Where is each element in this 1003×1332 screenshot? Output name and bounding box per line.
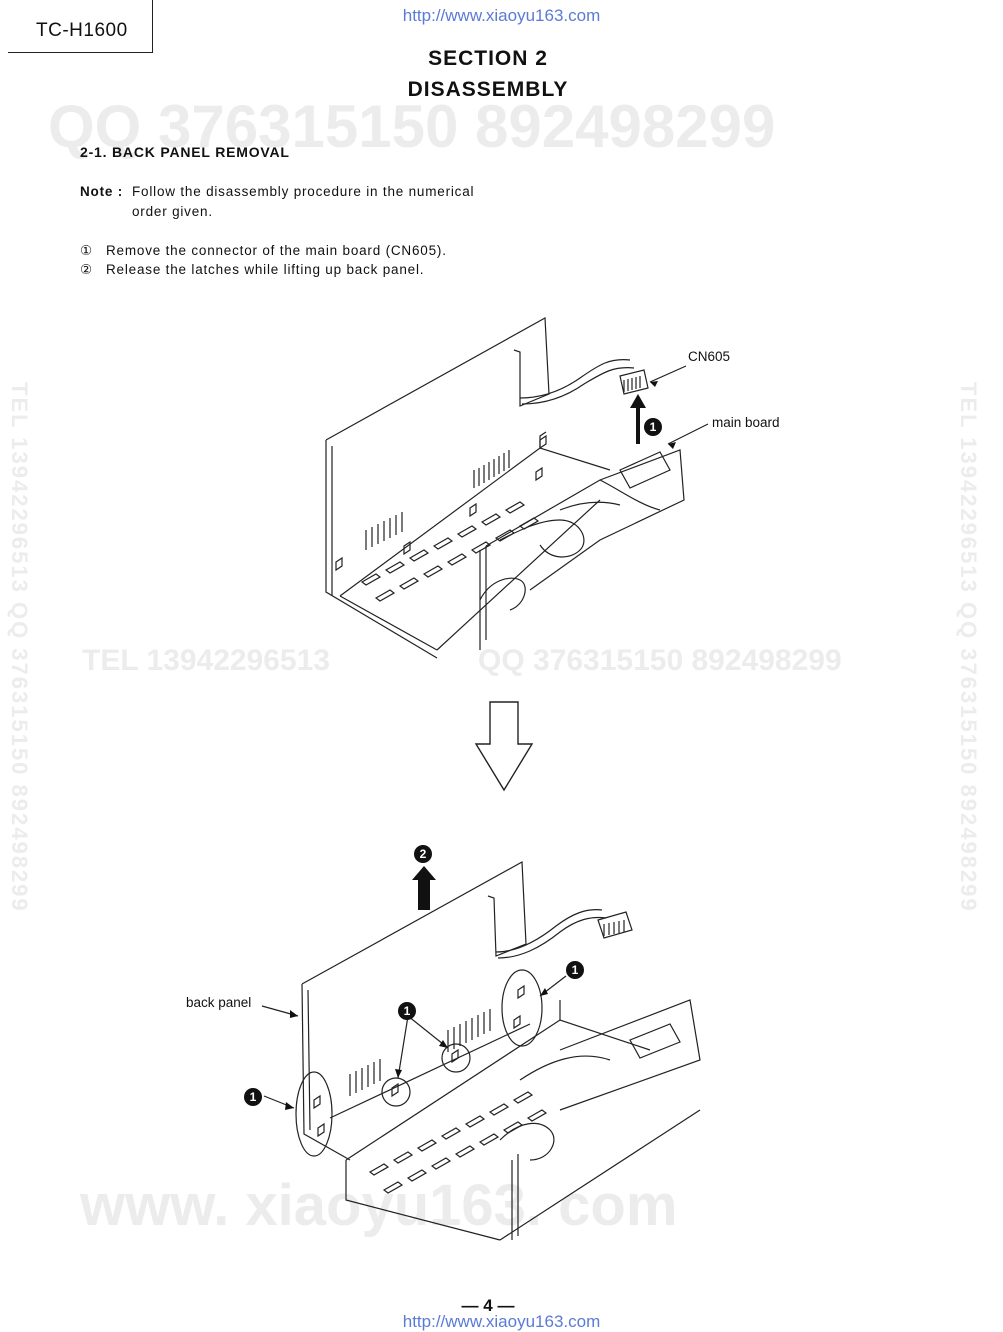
note-label: Note : — [80, 184, 124, 199]
latch-badge-right: 1 — [566, 961, 584, 979]
watermark-web: www. xiaoyu163. com — [80, 1173, 678, 1238]
label-cn605: CN605 — [688, 349, 731, 364]
model-number: TC-H1600 — [36, 20, 128, 41]
watermark-qq: QQ 376315150 892498299 — [48, 93, 776, 160]
step-2-badge: 2 — [414, 845, 432, 863]
step-1-text: Remove the connector of the main board (… — [106, 243, 447, 258]
figure-2-drawing — [261, 861, 701, 1241]
watermark-tel: TEL 13942296513 — [82, 644, 330, 677]
note-line1: Follow the disassembly procedure in the … — [132, 184, 475, 199]
label-main-board: main board — [712, 415, 780, 430]
step-2-number: ② — [80, 262, 93, 277]
step-1-badge: 1 — [644, 418, 662, 436]
latch-badge-left: 1 — [244, 1088, 262, 1106]
section-title: DISASSEMBLY — [407, 78, 569, 101]
url-bottom[interactable]: http://www.xiaoyu163.com — [402, 1312, 601, 1331]
subsection-title: 2-1. BACK PANEL REMOVAL — [80, 144, 290, 160]
url-top[interactable]: http://www.xiaoyu163.com — [402, 6, 601, 25]
watermark-side-right: TEL 13942296513 QQ 376315150 892498299 — [956, 382, 981, 913]
page-number: — 4 — — [461, 1296, 515, 1315]
model-box — [8, 0, 153, 53]
step-1-number: ① — [80, 243, 93, 258]
note-line2: order given. — [132, 204, 213, 219]
step-2-text: Release the latches while lifting up bac… — [106, 262, 425, 277]
watermark-side-left: TEL 13942296513 QQ 376315150 892498299 — [7, 382, 32, 913]
section-number: SECTION 2 — [428, 47, 548, 70]
latch-badge-middle: 1 — [398, 1002, 416, 1020]
watermark-qq-row: QQ 376315150 892498299 — [478, 644, 842, 677]
figure-1-drawing — [325, 317, 685, 659]
label-back-panel: back panel — [186, 995, 252, 1010]
